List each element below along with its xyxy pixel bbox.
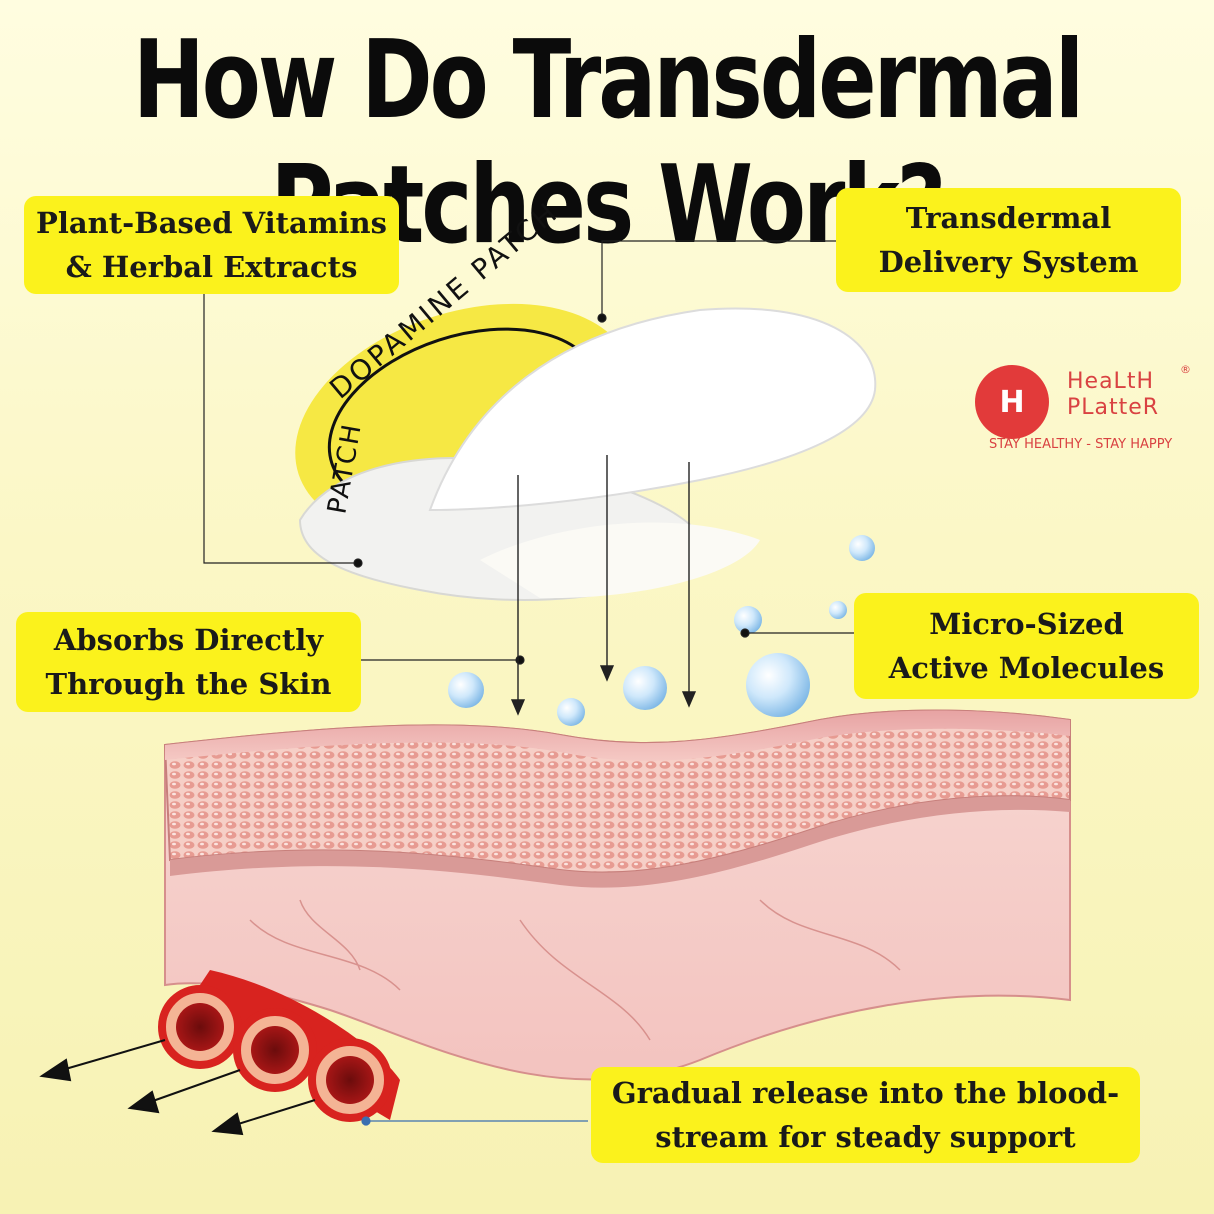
flow-arrows [39,1039,316,1136]
label-gradual-release: Gradual release into the blood- stream f… [591,1067,1140,1163]
label-micro-sized: Micro-Sized Active Molecules [854,593,1199,699]
brand-logo: H HeaLtH PLatteR ® STAY HEALTHY - STAY H… [975,363,1195,465]
leader-lines [203,240,855,1126]
molecule-bubbles [448,535,875,726]
label-absorbs: Absorbs Directly Through the Skin [16,612,361,712]
brand-tagline: STAY HEALTHY - STAY HAPPY [989,437,1173,452]
registered-mark: ® [1180,363,1191,376]
blood-vessels [158,970,400,1122]
brand-name: HeaLtH PLatteR [1067,369,1160,420]
brand-mark: H [975,365,1049,439]
absorption-arrows [510,455,697,716]
label-delivery-system: Transdermal Delivery System [836,188,1181,292]
page-title: How Do Transdermal Patches Work? [132,18,1084,268]
patch-illustration [295,303,877,601]
skin-layers [163,709,1071,1081]
label-plant-based: Plant-Based Vitamins & Herbal Extracts [24,196,399,294]
